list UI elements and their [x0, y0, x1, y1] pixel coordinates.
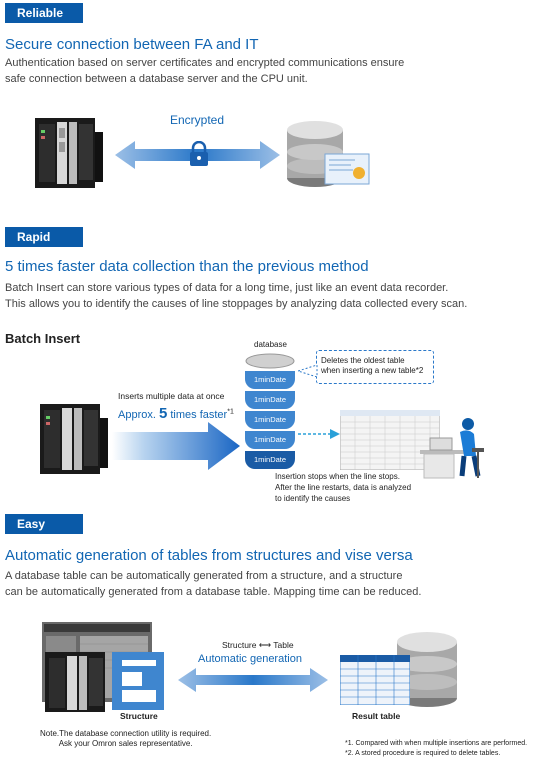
- desc-line: can be automatically generated from a da…: [5, 586, 422, 598]
- lock-icon: [190, 141, 208, 166]
- insert-arrow: [112, 422, 240, 470]
- line-stop-note: Insertion stops when the line stops. Aft…: [275, 471, 411, 504]
- desc-line: A database table can be automatically ge…: [5, 570, 403, 582]
- structure-document-icon: [112, 652, 164, 710]
- easy-note: Note.The database connection utility is …: [40, 729, 211, 749]
- section-title-easy: Automatic generation of tables from stru…: [5, 547, 413, 564]
- plc-device-icon: [40, 404, 108, 474]
- database-stack: 1minDate 1minDate 1minDate 1minDate 1min…: [245, 353, 295, 469]
- table-block: 1minDate: [245, 411, 295, 429]
- result-table-label: Result table: [352, 711, 401, 721]
- badge-rapid: Rapid: [5, 227, 83, 247]
- callout-box: Deletes the oldest table when inserting …: [316, 350, 434, 384]
- note-line: Ask your Omron sales representative.: [58, 739, 193, 748]
- database-server-icon: [287, 121, 370, 187]
- approx-suffix: times faster: [167, 409, 228, 421]
- plc-device-icon: [35, 118, 103, 188]
- section-desc-reliable: Authentication based on server certifica…: [5, 55, 404, 87]
- footnote-2: *2. A stored procedure is required to de…: [345, 750, 501, 757]
- badge-reliable: Reliable: [5, 3, 83, 23]
- bidirectional-arrow-icon: ⟷: [258, 640, 272, 650]
- callout-line: when inserting a new table*2: [321, 366, 424, 375]
- structure-word: Structure: [222, 640, 257, 650]
- section-title-reliable: Secure connection between FA and IT: [5, 36, 259, 53]
- database-label: database: [254, 340, 287, 349]
- section-title-rapid: 5 times faster data collection than the …: [5, 258, 369, 275]
- database-top-icon: [245, 353, 295, 369]
- structure-label: Structure: [120, 711, 158, 721]
- note-line: After the line restarts, data is analyze…: [275, 483, 412, 492]
- desc-line: Authentication based on server certifica…: [5, 57, 405, 69]
- plc-device-icon: [45, 652, 105, 712]
- note-line: to identify the causes: [275, 494, 351, 503]
- batch-insert-subtitle: Batch Insert: [5, 331, 81, 346]
- desc-line: This allows you to identify the causes o…: [5, 298, 468, 310]
- approx-number: 5: [158, 405, 168, 422]
- analysis-arrow: [298, 429, 340, 439]
- desc-line: Batch Insert can store various types of …: [5, 282, 449, 294]
- table-block: 1minDate: [245, 371, 295, 389]
- approx-text: Approx. 5 times faster*1: [118, 405, 234, 422]
- section-desc-easy: A database table can be automatically ge…: [5, 568, 421, 600]
- footnotes: *1. Compared with when multiple insertio…: [345, 739, 527, 759]
- callout-pointer: [298, 365, 318, 377]
- structure-table-label: Structure ⟷ Table: [222, 640, 294, 651]
- spreadsheet-screen: [340, 410, 440, 470]
- encrypted-label: Encrypted: [170, 113, 225, 127]
- approx-prefix: Approx.: [118, 409, 159, 421]
- inserts-text: Inserts multiple data at once: [118, 391, 225, 401]
- table-block: 1minDate: [245, 451, 295, 469]
- approx-note: *1: [227, 408, 234, 416]
- footnote-1: *1. Compared with when multiple insertio…: [345, 740, 528, 747]
- table-block: 1minDate: [245, 391, 295, 409]
- auto-gen-label: Automatic generation: [198, 653, 302, 665]
- table-word: Table: [273, 640, 294, 650]
- badge-easy: Easy: [5, 514, 83, 534]
- auto-gen-arrow: [178, 668, 328, 692]
- note-line: Insertion stops when the line stops.: [275, 472, 400, 481]
- callout-line: Deletes the oldest table: [321, 356, 405, 365]
- note-line: Note.The database connection utility is …: [40, 729, 212, 738]
- table-block: 1minDate: [245, 431, 295, 449]
- worker-icon: [420, 418, 484, 479]
- desc-line: safe connection between a database serve…: [5, 73, 308, 85]
- section-desc-rapid: Batch Insert can store various types of …: [5, 280, 467, 312]
- result-table-icon: [340, 655, 410, 705]
